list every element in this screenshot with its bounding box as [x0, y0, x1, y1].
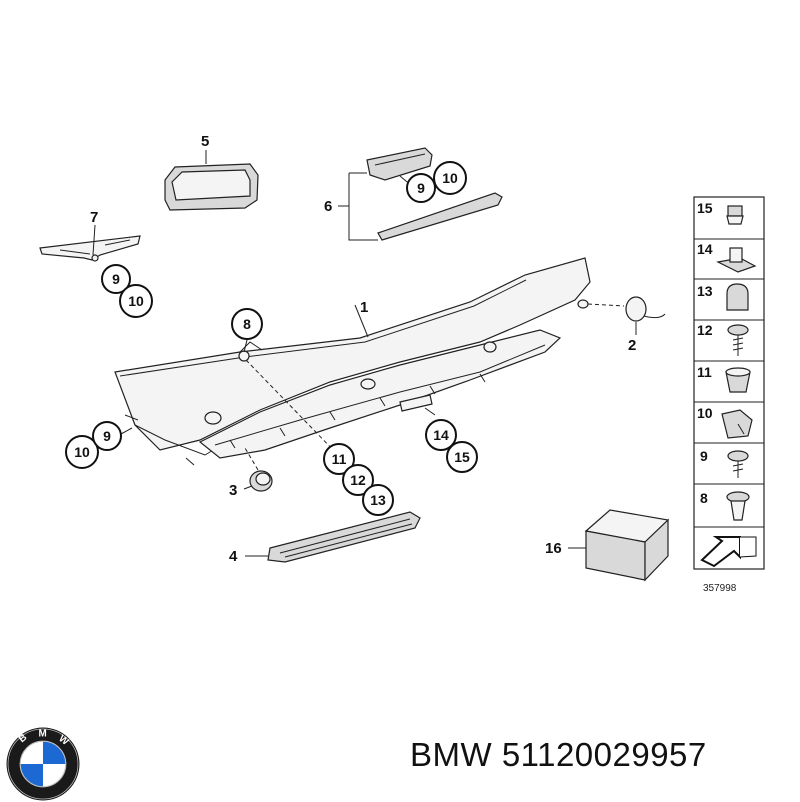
part-3-sensor [243, 447, 273, 492]
svg-text:11: 11 [332, 451, 347, 467]
grommet-11-icon [725, 367, 751, 393]
part-16-box [568, 509, 670, 582]
part-7-bracket [39, 224, 141, 262]
circled-callout-9-left: 9 [101, 264, 131, 294]
callout-2: 2 [628, 337, 636, 354]
circled-callout-15: 15 [446, 441, 478, 473]
svg-text:15: 15 [454, 449, 470, 465]
diagram-code: 357998 [703, 583, 737, 594]
svg-text:10: 10 [128, 293, 144, 309]
caption-part-number: 51120029957 [501, 736, 707, 773]
parts-panel: 15 14 13 12 11 10 [693, 196, 765, 570]
caption-brand: BMW [410, 736, 493, 773]
svg-text:M: M [38, 729, 46, 740]
panel-label-15: 15 [697, 200, 713, 216]
svg-text:10: 10 [74, 444, 90, 460]
circled-callout-10-bottom: 10 [65, 435, 99, 469]
arrow-icon [700, 536, 757, 568]
screw-9-icon [727, 450, 749, 478]
circled-callout-12: 12 [342, 464, 374, 496]
cap-13-icon [726, 283, 749, 311]
circled-callout-9-top: 9 [406, 173, 436, 203]
circled-callout-10-top: 10 [433, 161, 467, 195]
panel-label-12: 12 [697, 322, 713, 338]
circled-callout-14: 14 [425, 419, 457, 451]
circled-callout-9-bottom: 9 [92, 421, 122, 451]
bmw-logo: B M W [6, 727, 80, 801]
part-caption: BMW 51120029957 [410, 736, 707, 774]
leader-lines [120, 304, 436, 456]
bumper-cover [114, 257, 591, 466]
svg-text:9: 9 [112, 271, 120, 287]
callout-3: 3 [229, 482, 237, 499]
panel-label-8: 8 [700, 490, 708, 506]
callout-6: 6 [324, 198, 332, 215]
panel-label-9: 9 [700, 448, 708, 464]
part-6-bracket [338, 147, 503, 241]
callout-1: 1 [360, 299, 368, 316]
callout-4: 4 [229, 548, 238, 565]
part-5-reflector [164, 150, 259, 211]
panel-label-13: 13 [697, 283, 713, 299]
nut-14-icon [716, 247, 757, 273]
callout-16: 16 [545, 540, 562, 557]
svg-text:8: 8 [243, 316, 251, 332]
screw-12-icon [727, 324, 749, 356]
svg-text:10: 10 [442, 170, 458, 186]
part-4-grille [245, 511, 421, 563]
callout-5: 5 [201, 133, 209, 150]
panel-label-14: 14 [697, 241, 713, 257]
clip-10-icon [721, 409, 753, 439]
part-2-plug [587, 296, 666, 335]
circled-callout-10-left: 10 [119, 284, 153, 318]
circled-callout-11: 11 [323, 443, 355, 475]
callouts: 1 2 3 4 5 6 7 16 8 9 10 9 10 10 [65, 133, 636, 565]
svg-text:9: 9 [103, 428, 111, 444]
panel-label-11: 11 [697, 364, 712, 380]
svg-text:9: 9 [417, 180, 425, 196]
circled-callout-8: 8 [231, 308, 263, 340]
circled-callout-13: 13 [362, 484, 394, 516]
clip-15-icon [726, 205, 744, 225]
svg-text:12: 12 [350, 472, 366, 488]
rivet-8-icon [726, 491, 750, 521]
callout-7: 7 [90, 209, 98, 226]
svg-text:14: 14 [433, 427, 449, 443]
panel-label-10: 10 [697, 405, 713, 421]
svg-text:13: 13 [370, 492, 386, 508]
